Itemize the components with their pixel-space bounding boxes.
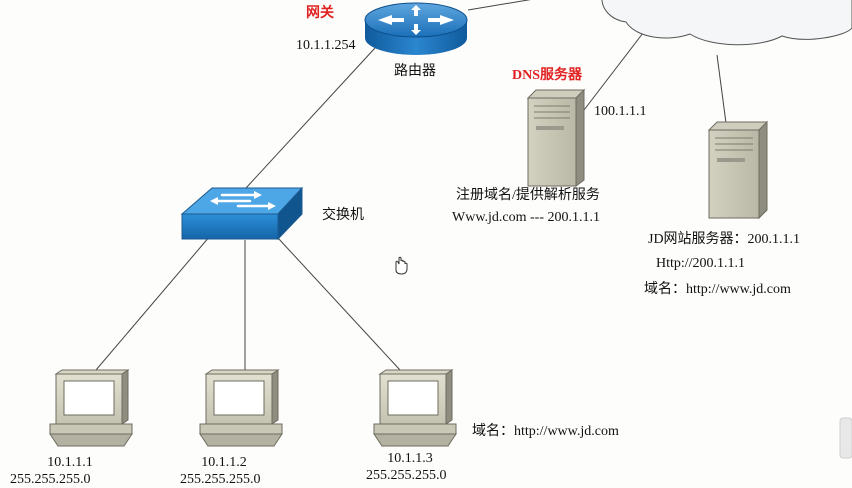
client-2-mask: 255.255.255.0 (180, 472, 261, 487)
web-server-icon (707, 120, 769, 220)
link-router-switch (245, 47, 376, 189)
dns-description-line1: 注册域名/提供解析服务 (456, 188, 600, 203)
pc-icon-2 (199, 369, 283, 447)
hand-cursor-icon (395, 256, 408, 275)
internet-cloud (601, 0, 852, 46)
web-server-line3: 域名：http://www.jd.com (644, 282, 791, 297)
link-web-internet (716, 54, 727, 124)
switch-label: 交换机 (322, 208, 364, 223)
dns-server-ip: 100.1.1.1 (594, 104, 647, 119)
gateway-caption: 网关 (306, 6, 334, 21)
client-domain-label: 域名：http://www.jd.com (472, 424, 619, 439)
client-3-mask: 255.255.255.0 (366, 468, 447, 483)
link-dns-internet (583, 32, 644, 111)
dns-description-line2: Www.jd.com --- 200.1.1.1 (452, 210, 601, 225)
connection-lines (95, 0, 727, 371)
web-server-line2: Http://200.1.1.1 (656, 256, 746, 271)
pc-icon-3 (373, 369, 457, 447)
client-2-ip: 10.1.1.2 (201, 455, 247, 470)
router-icon (364, 2, 468, 55)
router-label: 路由器 (394, 64, 436, 79)
link-switch-pc1 (95, 235, 211, 371)
client-3-ip: 10.1.1.3 (387, 451, 433, 466)
page-edge-marker (839, 417, 852, 459)
client-1-mask: 255.255.255.0 (10, 472, 91, 487)
client-1-ip: 10.1.1.1 (47, 455, 93, 470)
dns-server-title: DNS服务器 (512, 68, 583, 83)
link-switch-pc3 (277, 237, 401, 371)
router-ip: 10.1.1.254 (296, 38, 356, 53)
dns-server-icon (526, 88, 586, 187)
web-server-line1: JD网站服务器：200.1.1.1 (648, 232, 801, 247)
switch-icon (180, 186, 304, 241)
pc-icon-1 (49, 369, 133, 447)
link-router-internet (467, 0, 532, 11)
